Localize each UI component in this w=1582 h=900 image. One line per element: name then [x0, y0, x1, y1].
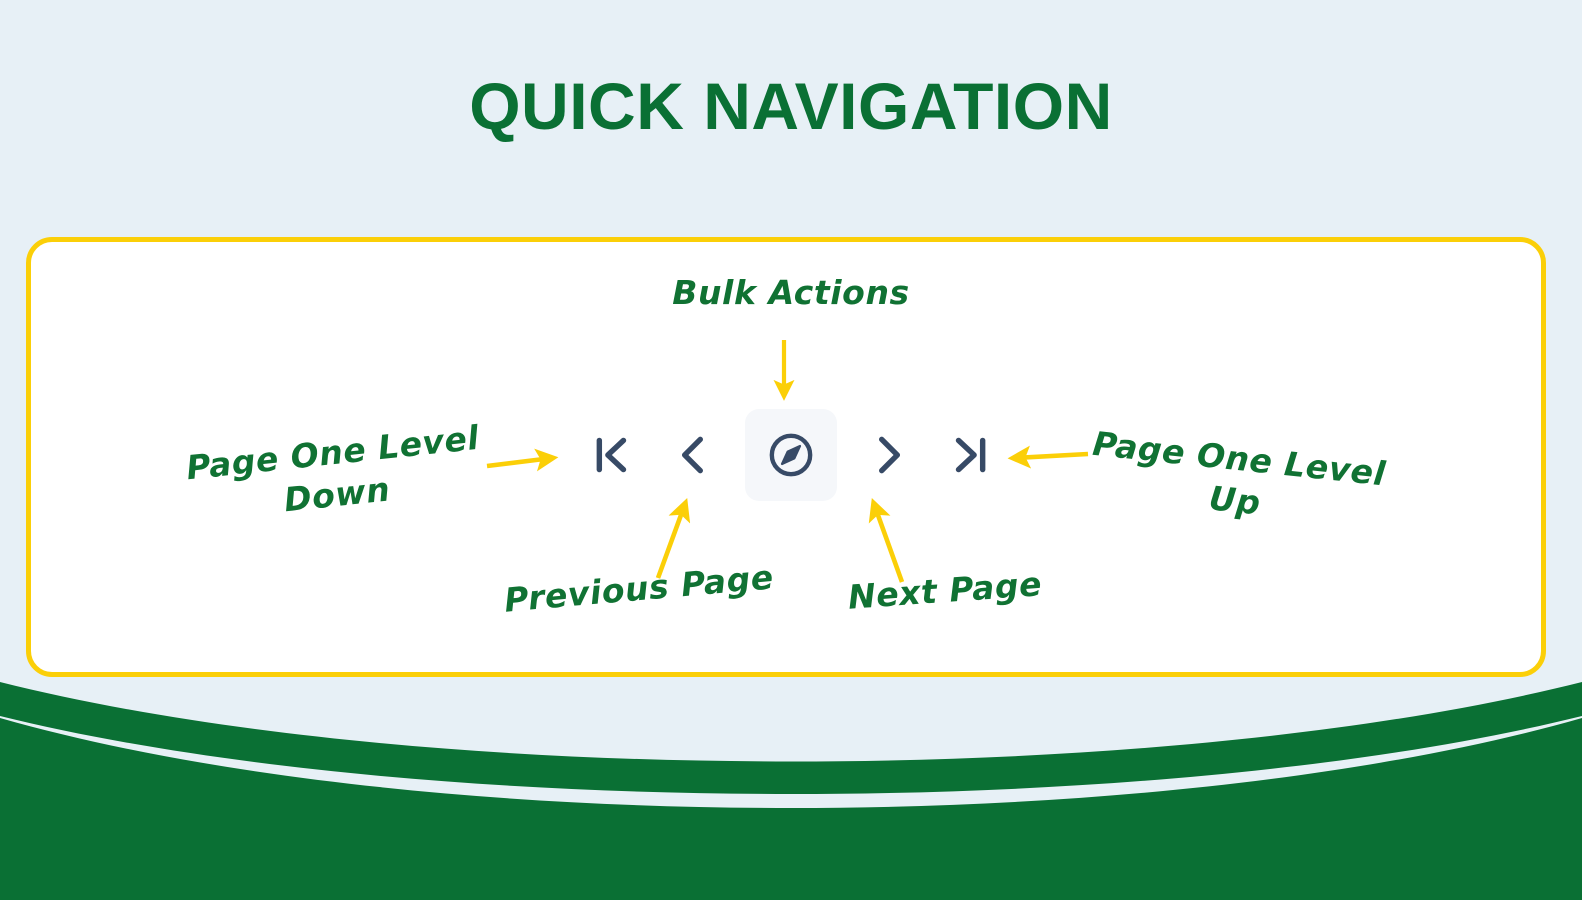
previous-page-button[interactable]: [663, 425, 723, 485]
skip-forward-icon: [946, 430, 996, 480]
chevron-left-icon: [668, 430, 718, 480]
page-title: QUICK NAVIGATION: [469, 69, 1113, 143]
skip-back-icon: [586, 430, 636, 480]
quick-navigation-toolbar: [581, 409, 1001, 501]
bottom-wave-decoration: [0, 682, 1582, 900]
next-page-button[interactable]: [859, 425, 919, 485]
page-one-level-up-button[interactable]: [941, 425, 1001, 485]
wave-main-shape: [0, 718, 1582, 900]
chevron-right-icon: [864, 430, 914, 480]
annotation-bulk-actions: Bulk Actions: [672, 273, 910, 312]
wave-accent-stripe: [0, 682, 1582, 794]
page-one-level-down-button[interactable]: [581, 425, 641, 485]
bulk-actions-button[interactable]: [745, 409, 837, 501]
compass-icon: [766, 430, 816, 480]
